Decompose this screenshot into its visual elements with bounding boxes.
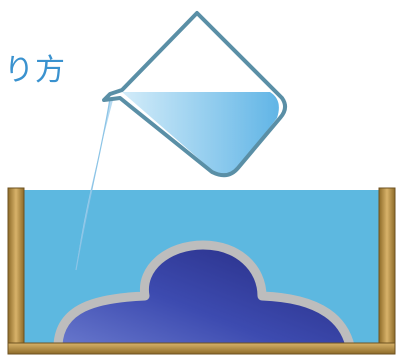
caption-text: り方 (4, 53, 66, 88)
cloud-shape-icon (53, 240, 355, 346)
water-tank-icon (7, 187, 396, 355)
water-stream-icon (75, 97, 113, 271)
measuring-cup-icon (102, 11, 287, 178)
